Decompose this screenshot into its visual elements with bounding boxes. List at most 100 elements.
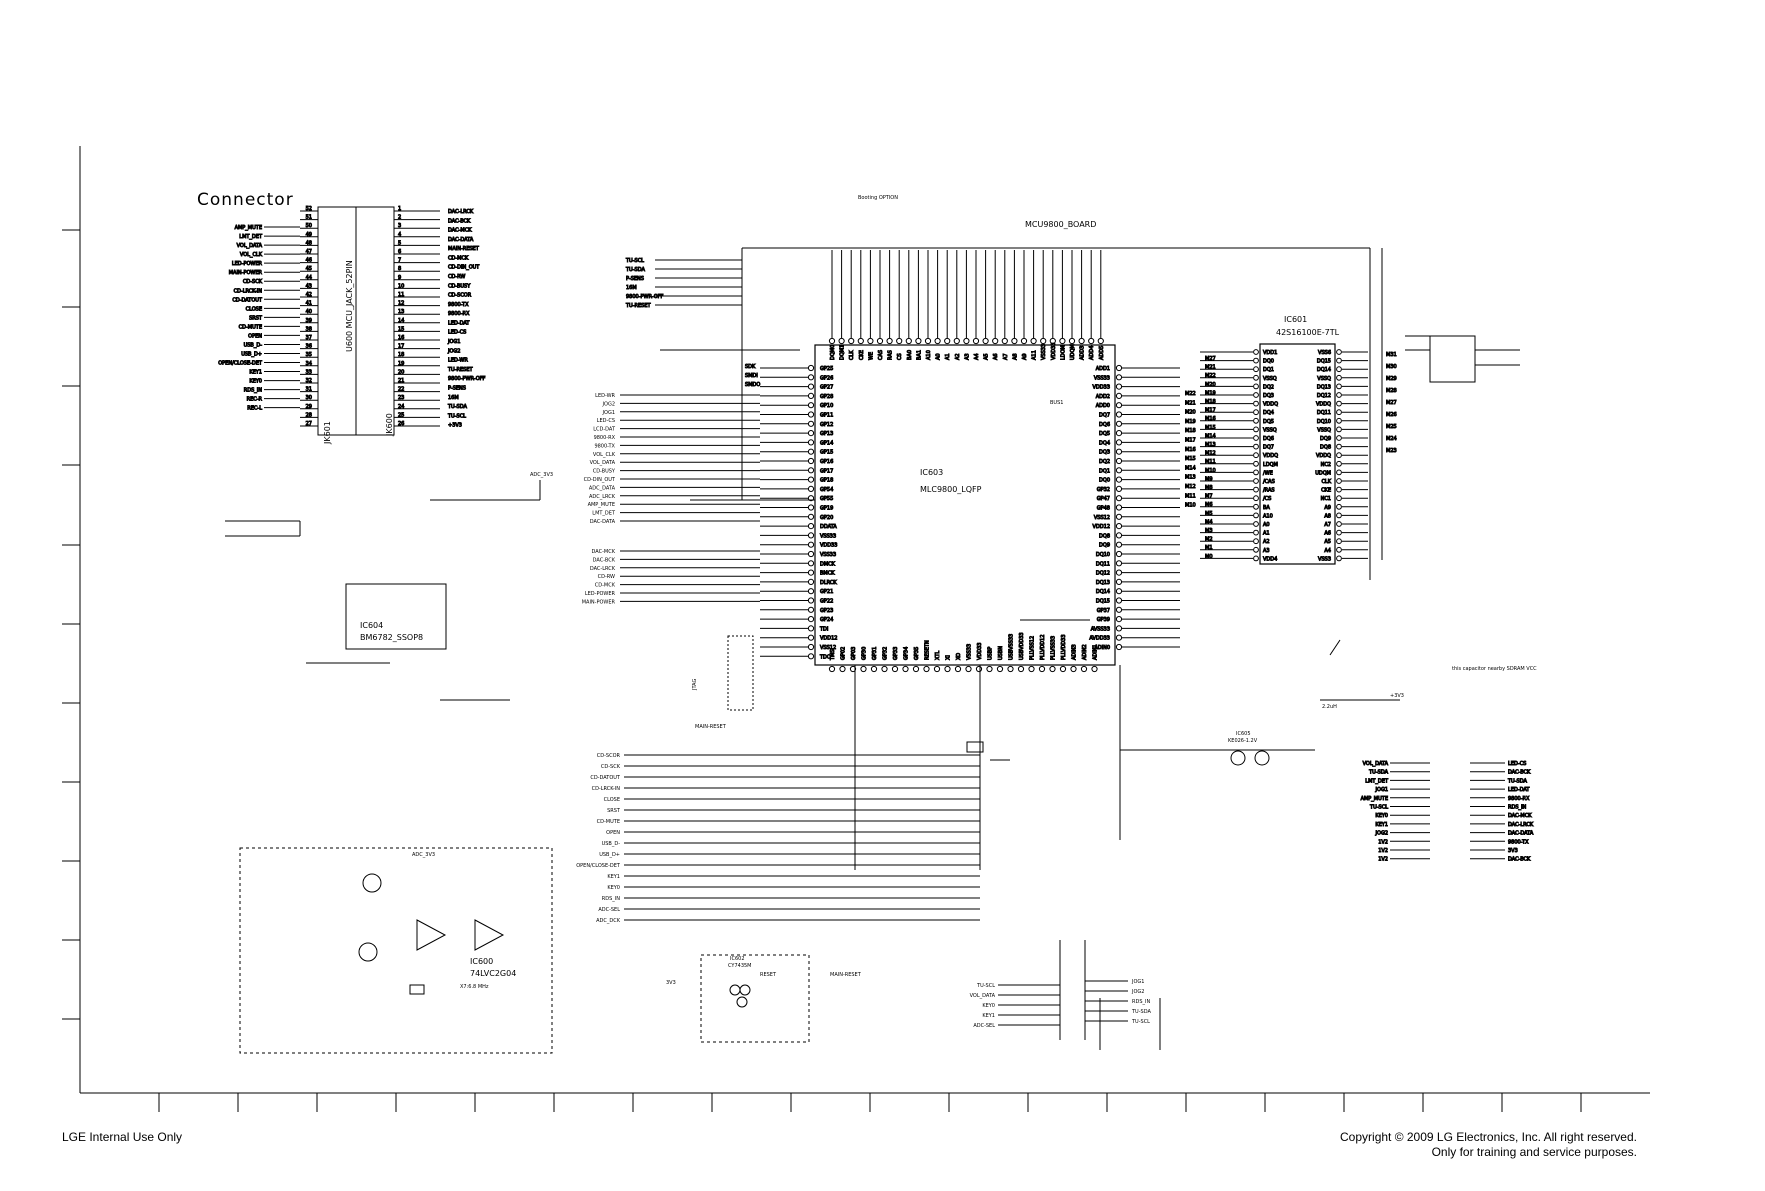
booting-option-label: Booting OPTION <box>858 195 898 201</box>
ic601-right-pin <box>1336 521 1342 527</box>
ic603-right-net: M19 <box>1185 419 1196 425</box>
ic601-left-net: M22 <box>1205 373 1216 379</box>
ic604-adc-net: ADC_3V3 <box>530 472 553 478</box>
connector-right-net: MAIN-RESET <box>448 246 480 252</box>
connector-left-pin-number: 34 <box>306 361 312 367</box>
ic603-bottom-pin <box>902 665 909 673</box>
ic603-left-net: DAC-DATA <box>590 519 616 525</box>
ic603-bottom-pin <box>912 665 920 673</box>
ic600-xtal: X7:6.8 MHz <box>460 984 489 990</box>
ic603-body <box>814 344 1116 666</box>
ic601-right-pin-name: DQ14 <box>1317 367 1331 373</box>
ic601-right-pin-name: VSS6 <box>1318 350 1331 356</box>
ic601-right-pin-name: CLK <box>1321 479 1331 485</box>
ic601-left-net: M3 <box>1205 528 1213 534</box>
ic603-left-pin <box>807 448 815 455</box>
l604-value: 2.2uH <box>1322 704 1337 710</box>
ic601-left-pin-name: DQ3 <box>1263 393 1274 399</box>
ic603-left-pin <box>807 606 815 613</box>
ic601-left-pin-name: A2 <box>1263 539 1270 545</box>
ic601-right-pin <box>1336 469 1342 476</box>
ic603-right-pin <box>1115 569 1123 576</box>
ic603-top-pin-name: ADD5 <box>1099 346 1105 360</box>
ic603-right-net: M22 <box>1185 391 1196 397</box>
connector-right-net: TU-SCL <box>447 413 466 419</box>
ic604-part: BM6782_SSOP8 <box>360 633 423 642</box>
ic603-right-pin-name: GP47 <box>1097 496 1110 502</box>
ic603-right-pin <box>1115 643 1123 651</box>
ic601-left-pin <box>1253 357 1259 364</box>
ic603-right-pin <box>1115 578 1123 586</box>
connector-left-net: LMT_DET <box>239 234 263 240</box>
ic601-right-pin <box>1336 495 1342 502</box>
connector-right-net: LED-CS <box>448 330 466 336</box>
ic601-right-net: M25 <box>1386 424 1397 430</box>
ic600-ref: IC600 <box>470 957 493 966</box>
connector-left-net: RDS_IN <box>244 388 262 394</box>
ic603-right-pin-name: DQ15 <box>1096 599 1110 605</box>
ic601-left-pin-name: /RAS <box>1263 488 1275 494</box>
ic602-reset-pin: RESET <box>760 972 777 978</box>
ic603-left-pin-name: GP26 <box>820 375 833 381</box>
ic601-right-pin-name: DQ9 <box>1320 436 1331 442</box>
ic603-bottom-pin <box>954 665 962 673</box>
ic603-bottom-pin <box>975 665 983 673</box>
ic601-left-pin <box>1253 538 1259 545</box>
ic603-top-pin <box>1020 337 1028 345</box>
ic603-left-pin <box>807 569 815 576</box>
ic603-left-pin <box>807 560 815 567</box>
connector-left-net: OPEN/CLOSE-DET <box>218 361 263 367</box>
ic603-top-pin <box>944 337 951 345</box>
ic603-ref: IC603 <box>920 468 943 477</box>
ic603-right-pin <box>1115 374 1123 381</box>
ic603-left-net2: LED-POWER <box>585 591 616 597</box>
ic603-right-pin <box>1115 541 1123 548</box>
ic603-top-pin-name: A5 <box>984 353 990 360</box>
ic603-right-pin <box>1115 364 1123 372</box>
ic601-right-pin <box>1336 555 1342 562</box>
connector-right-pin-number: 18 <box>398 352 404 358</box>
ic601-right-pin <box>1336 529 1342 536</box>
ic601-left-net: M18 <box>1205 399 1216 405</box>
ic603-right-pin-name: ADD1 <box>1096 366 1110 372</box>
ic603-right-pin <box>1115 523 1123 530</box>
ic603-right-pin-name: DQ2 <box>1099 459 1110 465</box>
ic603-left-net2: DAC-MCK <box>592 549 616 555</box>
jk601-part-name: U600 MCU_JACK_52PIN <box>345 260 354 352</box>
br-left-net: ADC-SEL <box>973 1023 995 1029</box>
connector-right-net: DAC-LRCK <box>448 209 474 215</box>
ic603-bottom-pin <box>944 665 951 673</box>
ic603-right-pin <box>1115 383 1123 390</box>
ic603-left-net: ADC_LRCK <box>589 494 616 500</box>
ic601-right-pin <box>1336 546 1342 553</box>
ic603-top-pin-name: VSS33 <box>1041 344 1047 360</box>
ic603-right-pin <box>1115 476 1123 483</box>
connector-right-pin-number: 17 <box>398 344 404 350</box>
ic603-left-pin-name: VSS33 <box>820 533 836 539</box>
ic602-reset-block <box>700 954 810 1043</box>
br-right-net: RDS_IN <box>1132 999 1150 1005</box>
ic603-right-pin <box>1115 560 1123 567</box>
ic603-left-net: LCD-DAT <box>593 427 616 433</box>
ic603-top-left-net: TU-RESET <box>625 303 651 309</box>
ic603-left-pin <box>807 513 815 520</box>
ic603-top-pin <box>1068 337 1076 345</box>
ic601-left-pin <box>1253 383 1259 390</box>
connector-left-pin-number: 45 <box>306 266 312 272</box>
ic601-right-pin <box>1336 366 1342 373</box>
connector-left-pin-number: 52 <box>306 206 312 212</box>
ic602-in-net: 3V3 <box>666 980 676 986</box>
ic603-left-net: JOG2 <box>602 401 615 407</box>
footer-copyright-line1: Copyright © 2009 LG Electronics, Inc. Al… <box>1340 1130 1637 1144</box>
ic603-top-pin <box>1040 337 1047 345</box>
ic601-left-net: M20 <box>1205 382 1216 388</box>
connector-left-pin-number: 30 <box>306 395 312 401</box>
ic603-right-net: M14 <box>1185 465 1196 471</box>
connector-right-pin-number: 12 <box>398 301 404 307</box>
frame-ticks <box>62 229 1582 1112</box>
ic603-bottom-pin-name: GP35 <box>914 647 920 660</box>
ic603-bottom-pin-name: VDD33 <box>977 643 983 660</box>
ic601-right-pin-name: VSSQ <box>1317 376 1331 382</box>
ic603-right-pin-name: DQ11 <box>1096 561 1110 567</box>
ic601-left-net: M4 <box>1205 519 1213 525</box>
